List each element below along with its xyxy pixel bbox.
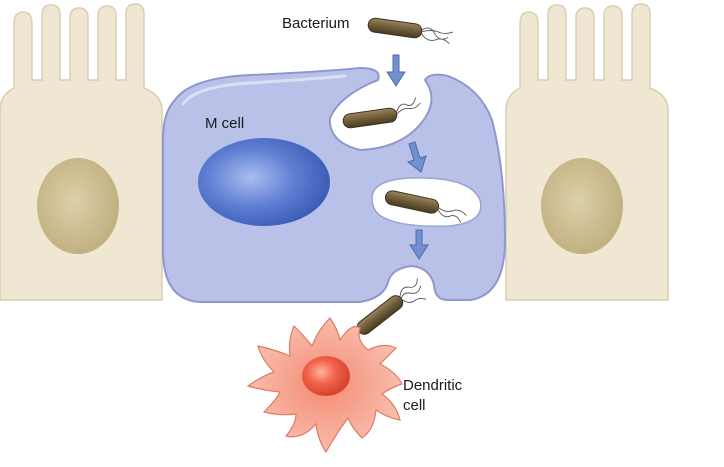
m-cell-nucleus <box>198 138 330 226</box>
arrow-down-icon <box>409 229 429 260</box>
transport-arrows <box>386 54 429 260</box>
left-epithelial-cell <box>0 3 163 301</box>
dendritic-cell-label-line2: cell <box>403 397 426 414</box>
arrow-down-icon <box>386 54 406 87</box>
arrow-down-icon <box>406 141 427 173</box>
bacterium-icon <box>356 278 427 335</box>
bacterium-label: Bacterium <box>282 15 350 32</box>
right-epithelial-cell <box>505 3 669 301</box>
dendritic-cell <box>246 317 403 454</box>
bacterium-icon <box>367 17 454 45</box>
left-epithelial-nucleus <box>37 158 119 254</box>
m-cell-label: M cell <box>205 115 244 132</box>
bacterium-icon <box>342 97 421 129</box>
right-epithelial-nucleus <box>541 158 623 254</box>
bacterium-icon <box>384 190 467 223</box>
dendritic-cell-label-line1: Dendritic <box>403 377 463 394</box>
dendritic-cell-nucleus <box>302 356 350 396</box>
